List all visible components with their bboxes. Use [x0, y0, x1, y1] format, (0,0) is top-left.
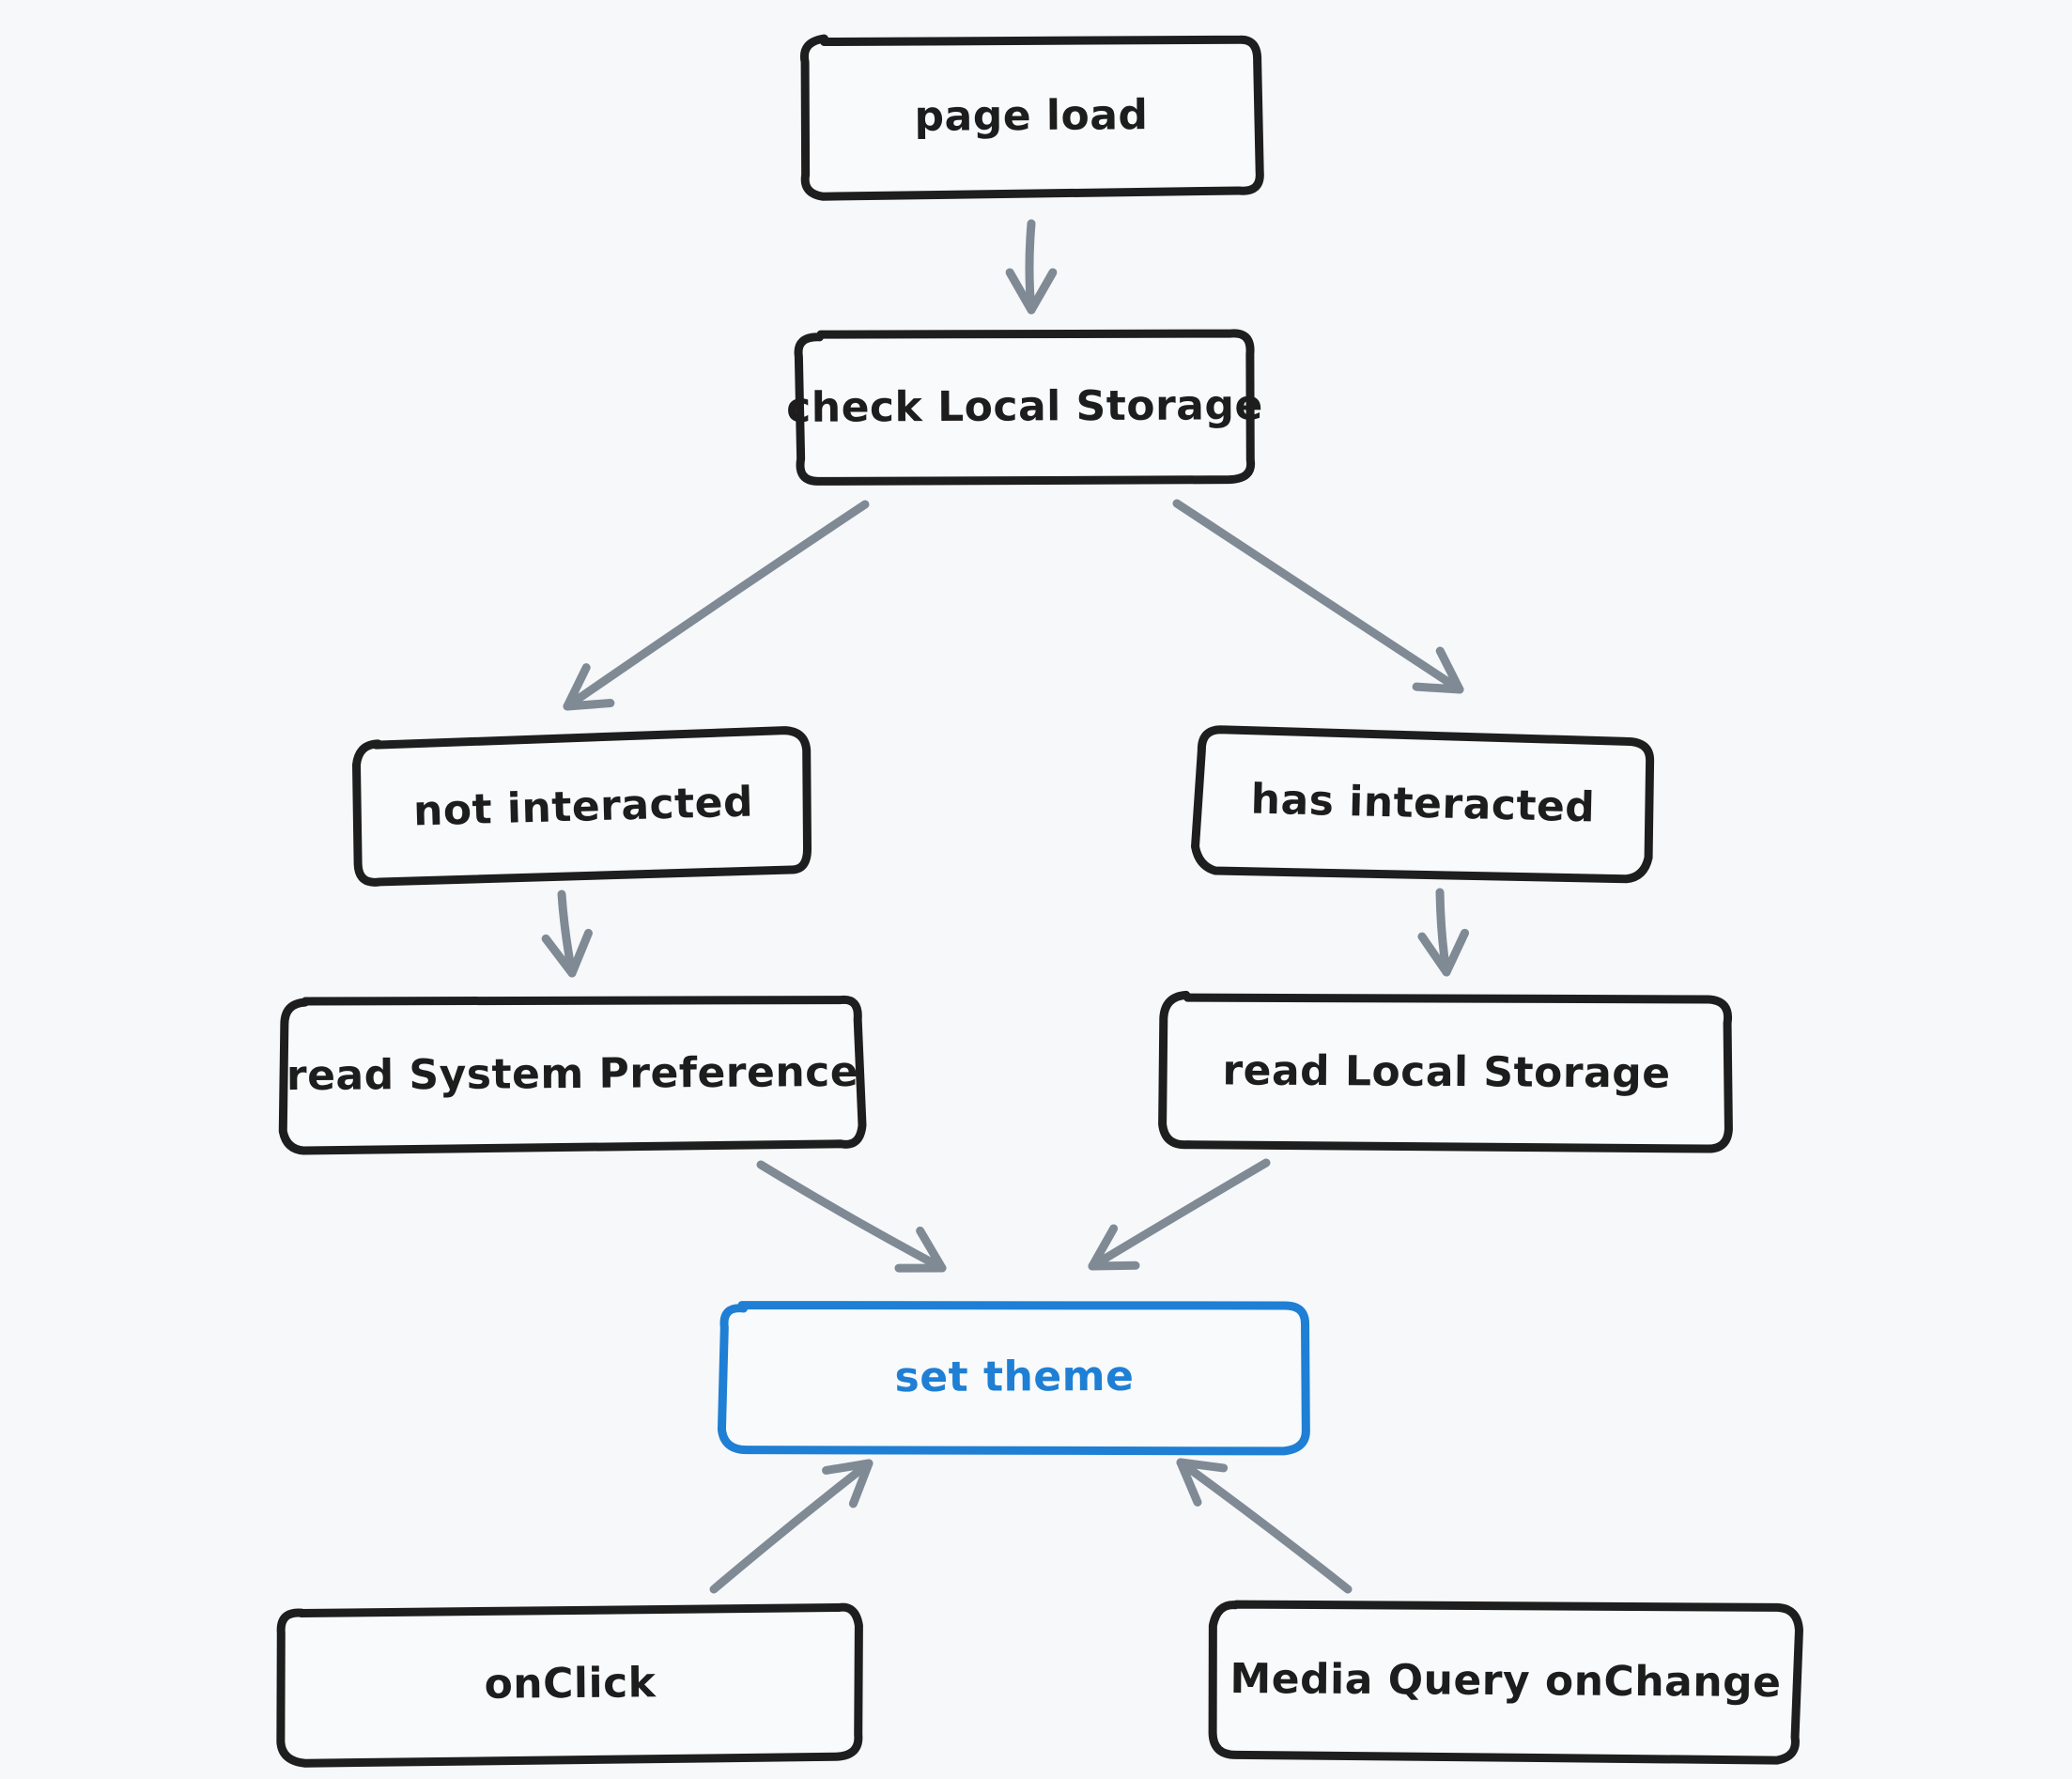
- node-label: Media Query onChange: [1229, 1655, 1781, 1707]
- node-box[interactable]: [1191, 725, 1655, 884]
- node-label: set theme: [894, 1353, 1134, 1401]
- edge-arrowhead-icon: [1412, 646, 1464, 694]
- flow-edge: [1088, 1158, 1271, 1271]
- flow-edge: [541, 890, 593, 978]
- node-box[interactable]: [717, 1301, 1310, 1456]
- flow-node-on-click[interactable]: onClick: [276, 1602, 863, 1768]
- edge-arrowhead-icon: [1417, 928, 1469, 977]
- node-box[interactable]: [1208, 1600, 1803, 1765]
- edge-shaft: [1088, 1158, 1271, 1271]
- edge-shaft: [1176, 1458, 1353, 1594]
- edge-arrowhead-icon: [894, 1226, 947, 1273]
- flow-edge: [1417, 888, 1469, 977]
- node-label: page load: [914, 91, 1148, 141]
- flow-node-page-load[interactable]: page load: [799, 34, 1264, 201]
- edge-arrowhead-icon: [1088, 1224, 1140, 1271]
- flow-node-has-interacted[interactable]: has interacted: [1191, 725, 1655, 884]
- node-box[interactable]: [276, 1602, 863, 1768]
- flow-edge: [1005, 219, 1058, 315]
- node-label: read System Preference: [286, 1048, 859, 1100]
- edge-shaft: [563, 500, 870, 711]
- edge-arrowhead-icon: [541, 928, 593, 978]
- edge-shaft: [1025, 219, 1036, 315]
- flow-node-check-local-storage[interactable]: check Local Storage: [786, 329, 1263, 486]
- node-box[interactable]: [1158, 990, 1733, 1153]
- node-label: check Local Storage: [786, 381, 1263, 432]
- flow-node-read-system-preference[interactable]: read System Preference: [278, 995, 867, 1155]
- edge-shaft: [709, 1459, 874, 1594]
- edge-shaft: [1172, 499, 1464, 694]
- nodes-layer: page load check Local Storage not interact…: [276, 34, 1803, 1768]
- flow-node-media-query-on-change[interactable]: Media Query onChange: [1208, 1600, 1803, 1765]
- flow-edge: [1176, 1458, 1353, 1594]
- flow-node-read-local-storage[interactable]: read Local Storage: [1158, 990, 1733, 1153]
- node-label: has interacted: [1250, 776, 1596, 832]
- edge-arrowhead-icon: [1176, 1458, 1229, 1507]
- flow-edge: [1172, 499, 1464, 694]
- flow-edge: [756, 1160, 947, 1273]
- node-box[interactable]: [799, 34, 1264, 201]
- node-box[interactable]: [794, 329, 1256, 486]
- node-box[interactable]: [278, 995, 867, 1155]
- flow-node-not-interacted[interactable]: not interacted: [351, 726, 812, 887]
- node-box[interactable]: [351, 726, 812, 887]
- node-label: read Local Storage: [1222, 1046, 1671, 1097]
- edges-layer: [541, 219, 1469, 1594]
- edge-arrowhead-icon: [563, 663, 615, 711]
- edge-arrowhead-icon: [822, 1459, 874, 1508]
- node-label: onClick: [484, 1659, 657, 1709]
- edge-arrowhead-icon: [1005, 268, 1058, 315]
- flow-edge: [709, 1459, 874, 1594]
- node-label: not interacted: [412, 778, 753, 835]
- edge-shaft: [756, 1160, 947, 1273]
- flow-edge: [563, 500, 870, 711]
- flow-node-set-theme[interactable]: set theme: [717, 1301, 1310, 1456]
